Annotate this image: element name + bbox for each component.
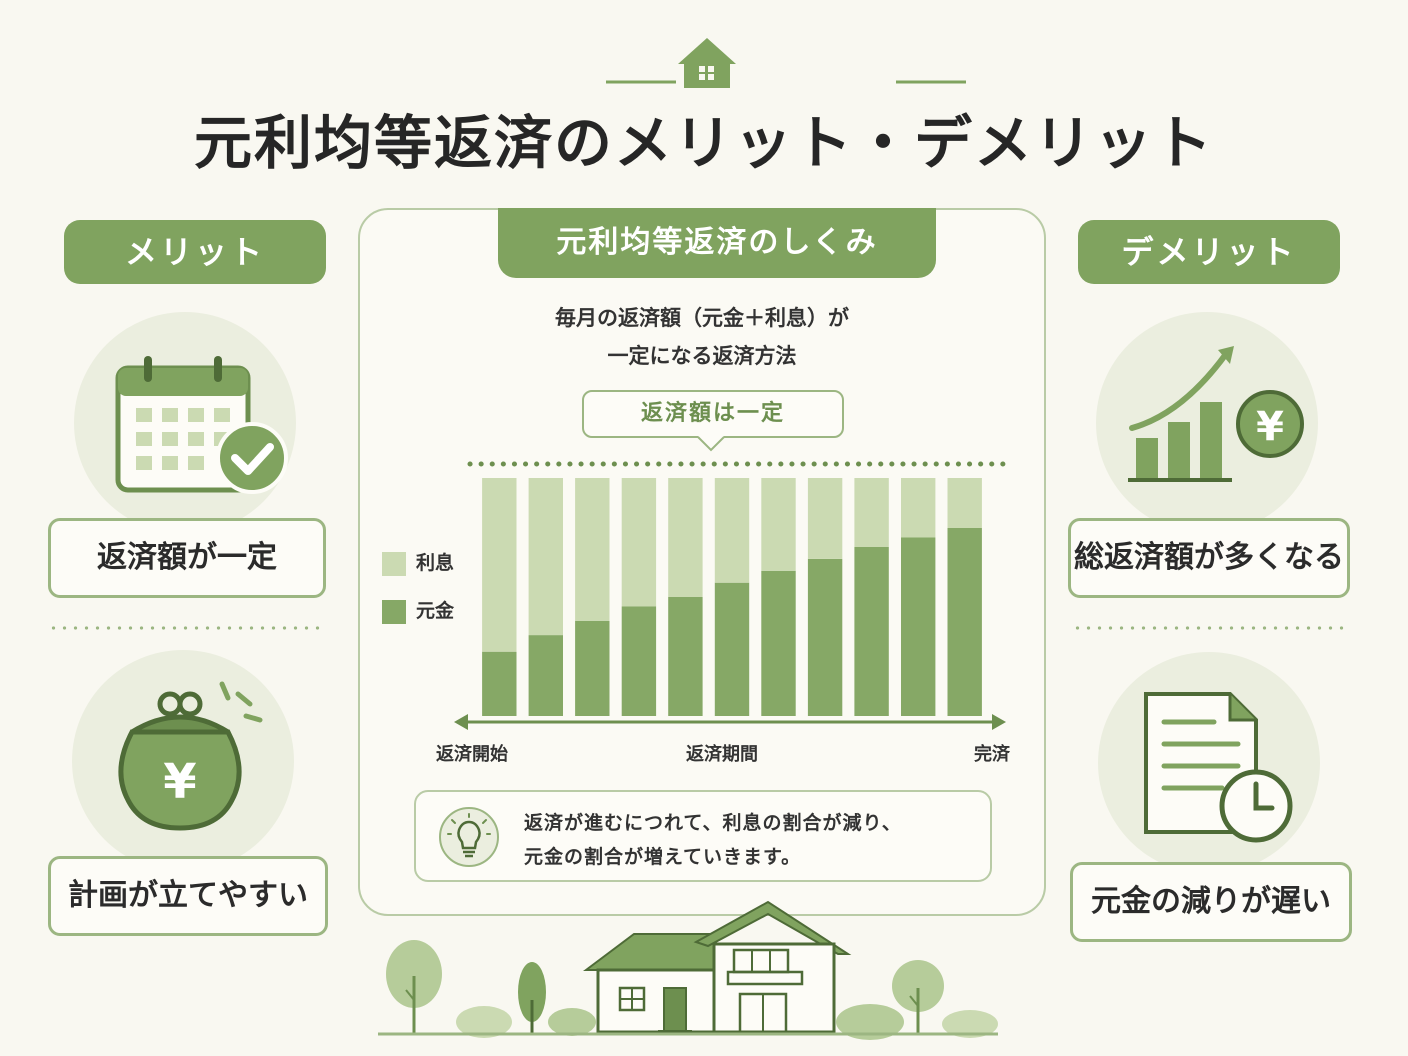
axis-start-label: 返済開始 [436,744,508,765]
x-axis-arrow-left [454,714,468,730]
calendar-check-icon [115,356,288,494]
house-scene-illustration [378,900,998,1040]
bar-principal-5 [668,597,703,716]
merit-card-2: 計画が立てやすい [48,856,328,936]
axis-end-label: 完済 [974,744,1010,765]
stacked-bar-chart [454,461,1013,730]
demerit-card-2: 元金の減りが遅い [1070,862,1352,942]
x-axis-arrow-right [992,714,1006,730]
tip-box [414,790,992,882]
svg-text:¥: ¥ [163,754,196,810]
mechanism-heading: 元利均等返済のしくみ [498,208,936,278]
bar-interest-4 [621,478,657,607]
legend-principal: 元金 [382,596,454,624]
axis-middle-label: 返済期間 [686,744,758,765]
merits-label: メリット [64,220,326,284]
bar-interest-8 [807,478,843,559]
house-icon [606,38,966,88]
demerit-card-1: 総返済額が多くなる [1068,518,1350,598]
bar-interest-2 [528,478,563,636]
bar-interest-1 [482,478,517,652]
lightbulb-icon [439,807,499,867]
legend-interest: 利息 [382,548,454,576]
legend-interest-swatch [382,551,406,576]
coin-purse-yen-icon: ¥ [118,681,263,831]
bar-principal-2 [528,635,563,716]
legend-interest-label: 利息 [416,552,455,574]
tip-line2: 元金の割合が増えていきます。 [524,846,802,868]
svg-text:¥: ¥ [1256,404,1284,450]
merit-card-1: 返済額が一定 [48,518,326,598]
legend-principal-label: 元金 [416,600,455,622]
bar-interest-9 [854,478,889,547]
bar-principal-6 [714,582,750,716]
rising-bar-chart-yen-icon: ¥ [1128,346,1304,482]
bar-interest-3 [575,478,610,621]
legend-principal-swatch [382,599,406,624]
tip-line1: 返済が進むにつれて、利息の割合が減り、 [524,812,902,834]
bar-principal-4 [621,606,657,716]
bar-interest-6 [714,478,750,583]
callout-pointer [697,436,725,452]
mechanism-description-line2: 一定になる返済方法 [607,344,797,368]
document-clock-icon [1144,692,1293,843]
bar-principal-7 [761,570,796,716]
merit-divider [48,626,326,630]
page-title: 元利均等返済のメリット・デメリット [193,109,1214,177]
demerit-divider [1072,626,1348,630]
bar-interest-10 [901,478,936,538]
bar-interest-7 [761,478,796,571]
bar-principal-1 [482,651,517,716]
bar-interest-5 [668,478,703,597]
bar-principal-11 [947,528,982,716]
bar-interest-11 [947,478,982,528]
bar-principal-8 [807,558,843,716]
mechanism-description-line1: 毎月の返済額（元金＋利息）が [555,306,849,330]
demerits-label: デメリット [1078,220,1340,284]
bar-principal-3 [575,620,610,716]
callout-constant-payment: 返済額は一定 [582,390,844,438]
bar-principal-10 [901,537,936,716]
bar-principal-9 [854,547,889,716]
